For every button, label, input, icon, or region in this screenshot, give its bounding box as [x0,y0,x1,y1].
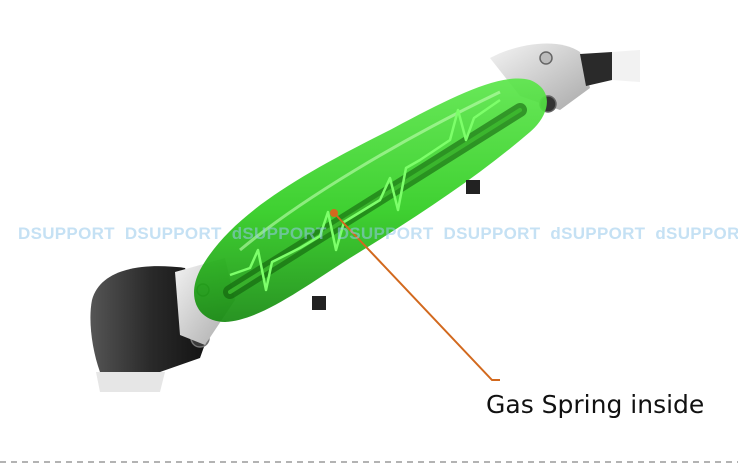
mount-clip [312,296,326,310]
callout-label: Gas Spring inside [486,390,705,419]
callout-leader-line [330,209,500,381]
waveform-graphic [229,98,501,292]
upper-end-cap [490,43,640,113]
gas-spring-housing [194,78,547,322]
mount-clip [466,180,480,194]
